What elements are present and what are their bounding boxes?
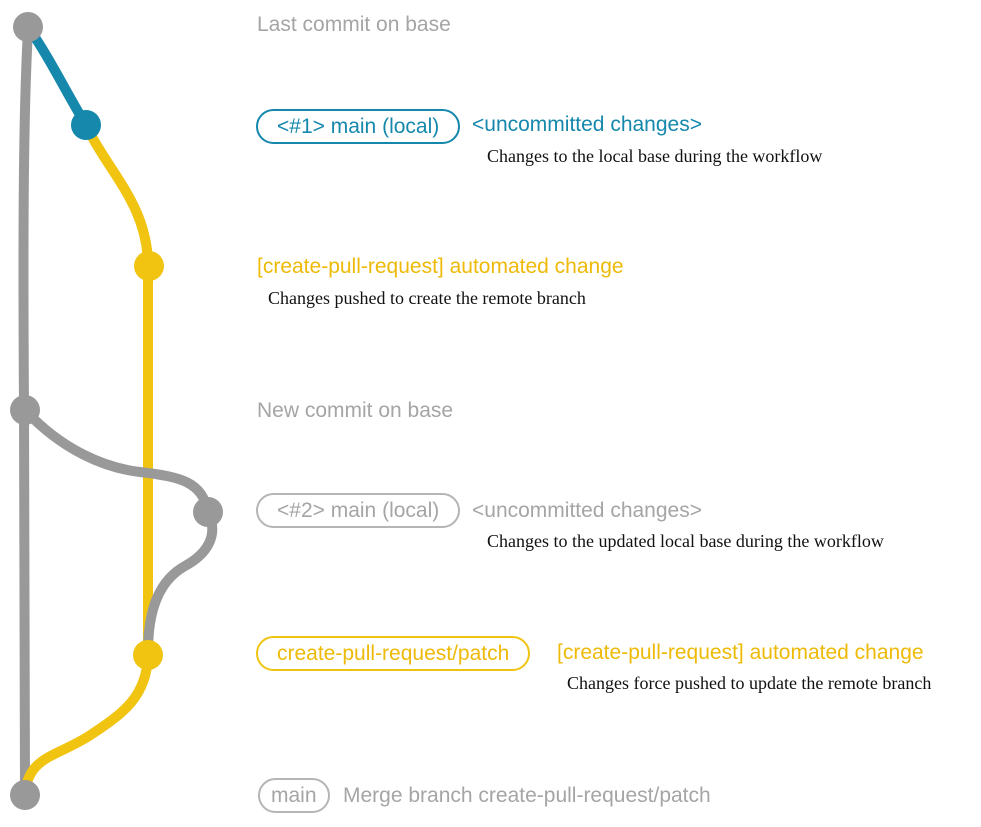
commit-node-last-base xyxy=(13,12,43,42)
description-automated-1: Changes pushed to create the remote bran… xyxy=(268,288,586,308)
annotation-new-commit-on-base: New commit on base xyxy=(257,399,454,422)
description-automated-2: Changes force pushed to update the remot… xyxy=(567,673,932,693)
commit-node-automated-1 xyxy=(134,251,164,281)
commit-label-automated-1: [create-pull-request] automated change xyxy=(257,255,624,278)
commit-label-uncommitted-1: <uncommitted changes> xyxy=(472,113,702,136)
commit-label-merge: Merge branch create-pull-request/patch xyxy=(343,784,711,807)
branch-pill-main-local-2: <#2> main (local) xyxy=(256,493,461,528)
uncommitted-branch-line-1 xyxy=(23,22,91,130)
description-uncommitted-1: Changes to the local base during the wor… xyxy=(487,146,823,166)
patch-merge-line xyxy=(20,650,153,798)
commit-label-uncommitted-2: <uncommitted changes> xyxy=(472,499,702,522)
commit-node-uncommitted-2 xyxy=(193,497,223,527)
branch-pill-main: main xyxy=(258,778,330,813)
branch-pill-create-pull-request-patch: create-pull-request/patch xyxy=(256,636,531,671)
rebase-branch-line-in xyxy=(143,507,218,657)
patch-branch-line xyxy=(81,120,153,660)
rebase-branch-line-out xyxy=(20,405,213,517)
commit-node-uncommitted-1 xyxy=(71,110,101,140)
branch-pill-main-local-1: <#1> main (local) xyxy=(256,109,461,144)
annotation-last-commit-on-base: Last commit on base xyxy=(257,13,451,36)
commit-label-automated-2: [create-pull-request] automated change xyxy=(557,641,924,664)
commit-node-new-base xyxy=(10,395,40,425)
commit-node-merge xyxy=(10,780,40,810)
description-uncommitted-2: Changes to the updated local base during… xyxy=(487,531,884,551)
commit-graph xyxy=(10,12,223,810)
commit-node-automated-2 xyxy=(133,640,163,670)
